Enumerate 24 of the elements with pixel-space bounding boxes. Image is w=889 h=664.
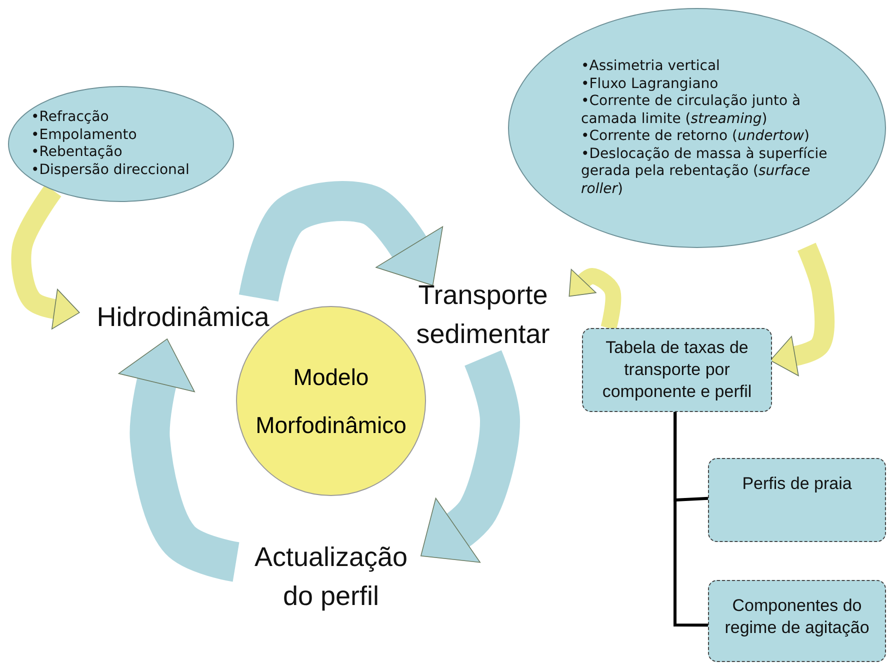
- label-text: Hidrodinâmica: [78, 298, 288, 338]
- label-text: Transporte sedimentar: [400, 276, 566, 358]
- bullet-item: •Corrente de circulação junto à camada limite (streaming): [581, 93, 802, 128]
- box-label: Perfis de praia: [742, 473, 852, 495]
- bullet-item: •Refracção: [31, 109, 110, 126]
- curved-arrow: [238, 181, 443, 302]
- curved-arrow: [568, 268, 622, 330]
- bullet-item: •Dispersão direccional: [31, 162, 190, 179]
- bullet-item: •Rebentação: [31, 144, 124, 162]
- bullet-item: •Corrente de retorno (undertow): [581, 128, 811, 146]
- box-label: Tabela de taxas de transporte por componente e perfil: [601, 336, 753, 404]
- box-label: Componentes do regime de agitação: [724, 595, 870, 640]
- rounded-box: [708, 458, 886, 542]
- connector-line: [674, 412, 708, 627]
- bullet-item: •Empolamento: [31, 126, 138, 144]
- bullet-item: •Deslocação de massa à superfície gerada pela rebentação (surface roller): [581, 146, 828, 198]
- curved-arrow: [770, 242, 835, 376]
- rounded-box: [582, 328, 772, 412]
- curved-arrow: [11, 184, 80, 330]
- circle-label: Modelo Morfodinâmico: [254, 362, 408, 440]
- rounded-box: [708, 580, 886, 662]
- bullet-item: •Assimetria vertical: [581, 58, 721, 76]
- bullet-item: •Fluxo Lagrangiano: [581, 76, 720, 93]
- label-text: Actualização do perfil: [236, 538, 426, 618]
